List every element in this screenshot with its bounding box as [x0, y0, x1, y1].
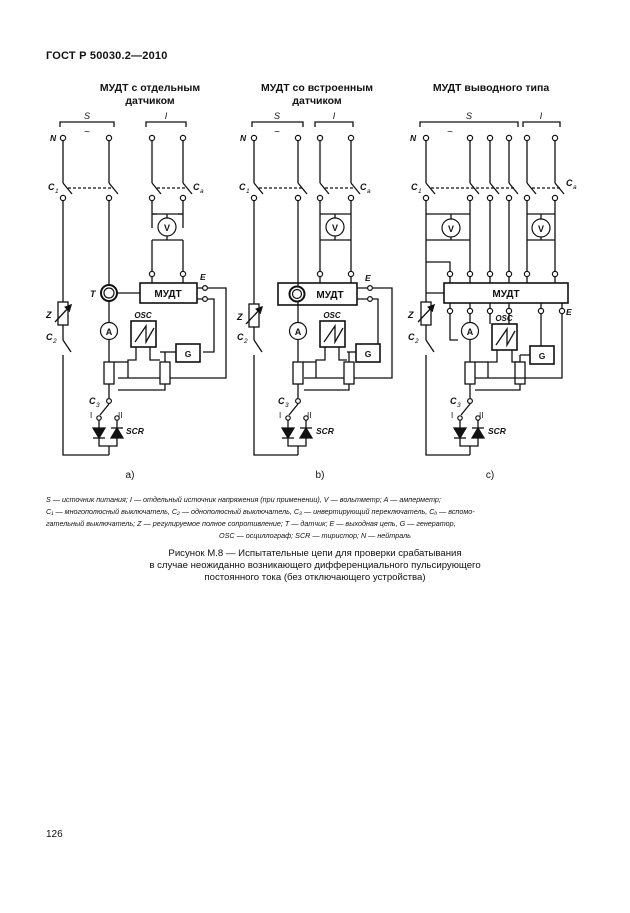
svg-text:V: V	[448, 224, 454, 234]
label-i: I	[165, 111, 168, 121]
svg-text:SCR: SCR	[126, 426, 145, 436]
svg-text:V: V	[164, 223, 170, 233]
svg-text:МУДТ выводного типа: МУДТ выводного типа	[433, 82, 549, 94]
svg-text:I: I	[451, 411, 453, 420]
i-bracket	[145, 121, 187, 127]
legend-line-2: C₁ — многополюсный выключатель, C₂ — одн…	[46, 507, 475, 516]
svg-text:OSC: OSC	[323, 311, 341, 320]
svg-text:датчиком: датчиком	[292, 95, 342, 107]
caption-line-1: Рисунок М.8 — Испытательные цепи для про…	[168, 548, 462, 559]
ammeter	[99, 321, 119, 341]
svg-text:C: C	[89, 396, 96, 406]
svg-text:II: II	[307, 411, 311, 420]
svg-text:I: I	[279, 411, 281, 420]
figure-caption: Рисунок М.8 — Испытательные цепи для про…	[0, 548, 630, 584]
svg-text:C: C	[360, 182, 367, 192]
svg-text:SCR: SCR	[488, 426, 507, 436]
panel-a: МУДТ с отдельным датчиком S ~ I N C 1 C …	[45, 82, 227, 481]
svg-text:G: G	[185, 349, 192, 359]
panel-c: МУДТ выводного типа S ~ I N C 1 C a V V	[407, 82, 577, 481]
svg-text:МУДТ со встроенным: МУДТ со встроенным	[261, 82, 373, 94]
svg-text:II: II	[118, 411, 122, 420]
label-s: S	[84, 111, 90, 121]
svg-text:I: I	[90, 411, 92, 420]
svg-text:C: C	[411, 182, 418, 192]
label-n: N	[50, 133, 57, 143]
caption-line-3: постоянного тока (без отключающего устро…	[204, 572, 426, 583]
svg-text:C: C	[408, 332, 415, 342]
svg-text:I: I	[333, 111, 336, 121]
legend-line-4: OSC — осциллограф; SCR — тиристор; N — н…	[219, 531, 411, 540]
svg-text:T: T	[90, 289, 97, 299]
panel-a-title-line1: МУДТ с отдельным	[100, 82, 200, 94]
svg-text:1: 1	[246, 188, 250, 195]
svg-text:I: I	[540, 111, 543, 121]
legend-line-1: S — источник питания; I — отдельный исто…	[46, 495, 441, 504]
svg-text:a: a	[200, 188, 204, 195]
svg-text:МУДТ: МУДТ	[154, 289, 181, 300]
svg-text:C: C	[566, 178, 573, 188]
svg-text:V: V	[332, 223, 338, 233]
svg-text:C: C	[46, 332, 53, 342]
svg-text:V: V	[538, 224, 544, 234]
panel-a-title-line2: датчиком	[125, 95, 175, 107]
caption-line-2: в случае неожиданно возникающего диффере…	[149, 560, 481, 571]
generator	[175, 343, 201, 363]
panel-b: МУДТ со встроенным датчиком S ~ I N C 1 …	[236, 82, 393, 481]
svg-text:G: G	[365, 349, 372, 359]
oscilloscope	[130, 320, 157, 348]
legend-line-3: гательный выключатель; Z — регулируемое …	[46, 519, 456, 528]
svg-text:МУДТ: МУДТ	[492, 289, 519, 300]
test-circuits-diagram: МУДТ с отдельным датчиком S ~ I N C 1 C …	[45, 82, 577, 481]
s-bracket	[59, 121, 115, 127]
svg-text:OSC: OSC	[495, 314, 513, 323]
svg-text:C: C	[48, 182, 55, 192]
document-header: ГОСТ Р 50030.2—2010	[46, 50, 168, 62]
svg-text:S: S	[274, 111, 280, 121]
svg-text:E: E	[365, 273, 371, 283]
panel-b-label: b)	[316, 470, 325, 481]
svg-text:OSC: OSC	[134, 311, 152, 320]
svg-text:Z: Z	[407, 310, 414, 320]
svg-text:C: C	[239, 182, 246, 192]
svg-text:Z: Z	[236, 312, 243, 322]
svg-text:3: 3	[285, 402, 289, 409]
svg-text:G: G	[539, 351, 546, 361]
figure-legend: S — источник питания; I — отдельный исто…	[46, 494, 584, 542]
svg-text:E: E	[566, 307, 572, 317]
svg-text:II: II	[479, 411, 483, 420]
svg-text:a: a	[573, 184, 577, 191]
panel-c-label: c)	[486, 470, 494, 481]
svg-text:N: N	[410, 133, 417, 143]
svg-text:C: C	[450, 396, 457, 406]
tilde-symbol: ~	[84, 127, 90, 138]
svg-text:Z: Z	[45, 310, 52, 320]
svg-text:E: E	[200, 272, 206, 282]
svg-text:C: C	[278, 396, 285, 406]
svg-text:S: S	[466, 111, 472, 121]
svg-text:N: N	[240, 133, 247, 143]
svg-text:2: 2	[414, 338, 419, 345]
svg-text:SCR: SCR	[316, 426, 335, 436]
svg-text:1: 1	[418, 188, 422, 195]
svg-text:~: ~	[447, 127, 453, 138]
svg-text:C: C	[237, 332, 244, 342]
svg-text:A: A	[295, 327, 302, 337]
svg-text:C: C	[193, 182, 200, 192]
svg-text:МУДТ: МУДТ	[316, 290, 343, 301]
svg-text:3: 3	[457, 402, 461, 409]
svg-text:A: A	[467, 327, 474, 337]
svg-text:2: 2	[52, 338, 57, 345]
svg-text:~: ~	[274, 127, 280, 138]
page-number: 126	[46, 829, 63, 840]
svg-text:1: 1	[55, 188, 59, 195]
svg-text:A: A	[106, 327, 113, 337]
svg-text:a: a	[367, 188, 371, 195]
panel-a-label: a)	[126, 470, 135, 481]
svg-text:3: 3	[96, 402, 100, 409]
svg-text:2: 2	[243, 338, 248, 345]
